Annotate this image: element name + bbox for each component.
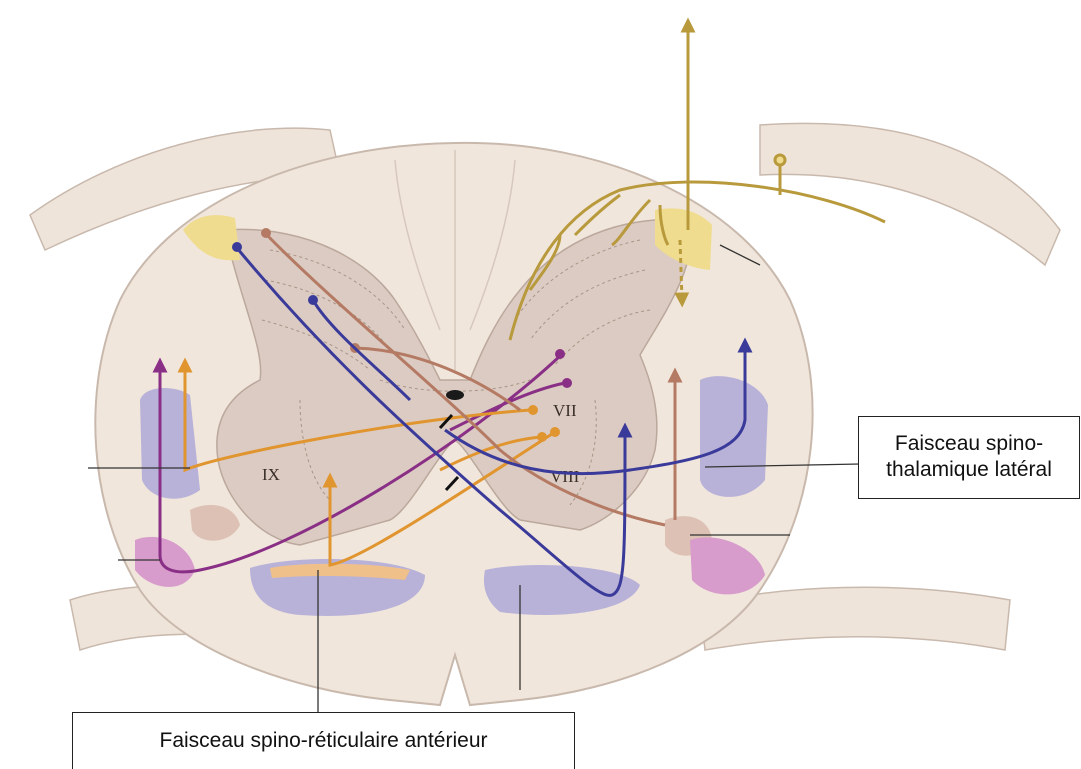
lateral-tract-label-line2: thalamique latéral xyxy=(859,457,1079,483)
lateral-spinothalamic-tract-label: Faisceau spino- thalamique latéral xyxy=(858,416,1080,499)
anterior-spinoreticular-tract-label: Faisceau spino-réticulaire antérieur xyxy=(72,712,575,769)
lamina-vii-label: VII xyxy=(553,401,577,420)
lamina-viii-label: VIII xyxy=(550,467,580,486)
lateral-tract-label-line1: Faisceau spino- xyxy=(859,431,1079,457)
central-canal xyxy=(446,390,464,400)
lamina-ix-label: IX xyxy=(262,465,280,484)
